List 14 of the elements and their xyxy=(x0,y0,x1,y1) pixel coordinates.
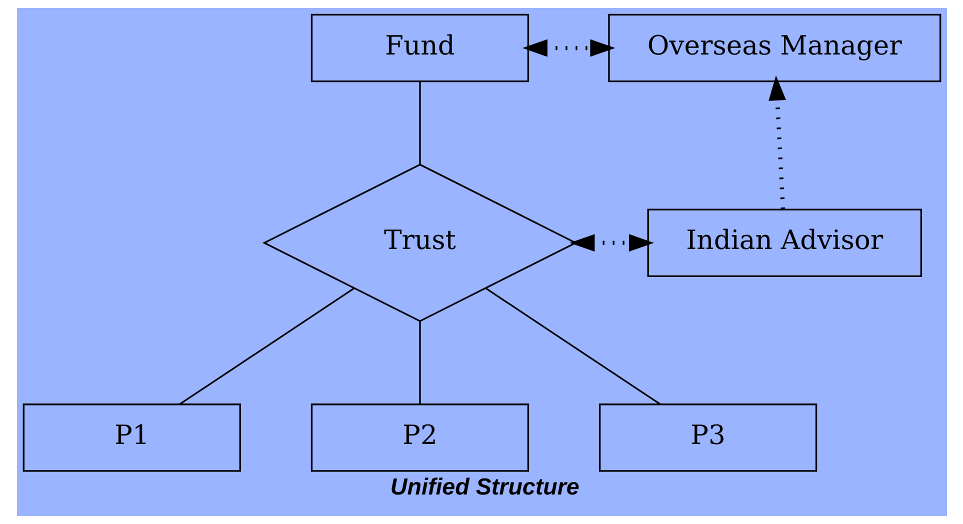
connector xyxy=(178,288,354,405)
caption: Unified Structure xyxy=(390,474,579,500)
connector xyxy=(485,288,660,405)
node-box: Fund xyxy=(310,14,529,82)
arrow xyxy=(522,39,615,57)
arrow xyxy=(768,75,786,210)
node-box: Indian Advisor xyxy=(646,208,922,277)
node-box: P1 xyxy=(22,404,240,472)
connector xyxy=(418,82,420,164)
node-box: P3 xyxy=(598,404,817,472)
arrow xyxy=(569,234,654,252)
node-box: Overseas Manager xyxy=(608,14,941,82)
node-box: P2 xyxy=(310,404,529,472)
connector xyxy=(418,321,420,404)
